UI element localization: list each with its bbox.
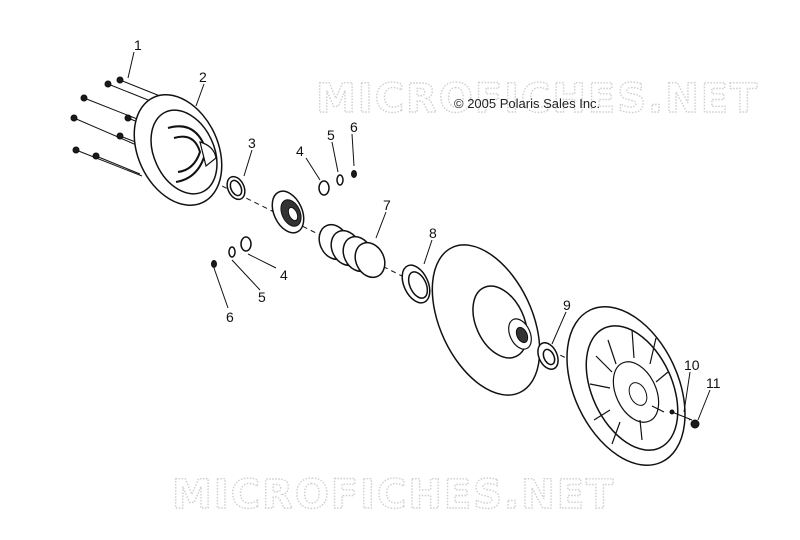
callout-1: 1 xyxy=(134,37,142,53)
washer-upper-part-5 xyxy=(336,174,344,186)
cover-part-2 xyxy=(133,94,223,206)
callout-5-lower: 5 xyxy=(258,289,266,305)
callout-9: 9 xyxy=(563,297,571,313)
clip-lower-part-6 xyxy=(211,260,217,268)
callout-3: 3 xyxy=(248,135,256,151)
cam-spider-assembly xyxy=(566,306,686,466)
callout-6-lower: 6 xyxy=(226,309,234,325)
callout-11: 11 xyxy=(706,375,721,391)
spring-part-7 xyxy=(318,223,386,279)
watermark-top: MICROFICHES.NET xyxy=(316,76,759,122)
bushing-lower-part-4 xyxy=(240,236,252,252)
callout-8: 8 xyxy=(429,225,437,241)
bushing-upper-part-4 xyxy=(318,180,330,196)
callout-10: 10 xyxy=(684,357,700,373)
callout-6-upper: 6 xyxy=(350,119,358,135)
sheave-disc xyxy=(431,244,541,396)
callout-7: 7 xyxy=(383,197,391,213)
callout-4-upper: 4 xyxy=(296,143,304,159)
washer-part-9 xyxy=(537,342,559,370)
bearing-center xyxy=(271,190,305,234)
screw-part-10 xyxy=(669,409,693,421)
copyright-text: © 2005 Polaris Sales Inc. xyxy=(454,96,600,111)
watermark-bottom: MICROFICHES.NET xyxy=(172,472,615,518)
leader-lines xyxy=(127,51,711,421)
callout-4-lower: 4 xyxy=(280,267,288,283)
seal-ring-part-3 xyxy=(226,175,246,201)
ring-part-8 xyxy=(401,264,431,304)
clip-upper-part-6 xyxy=(351,170,357,178)
nut-part-11 xyxy=(690,419,700,429)
callout-2: 2 xyxy=(199,69,207,85)
callout-5-upper: 5 xyxy=(327,127,335,143)
washer-lower-part-5 xyxy=(228,246,236,258)
